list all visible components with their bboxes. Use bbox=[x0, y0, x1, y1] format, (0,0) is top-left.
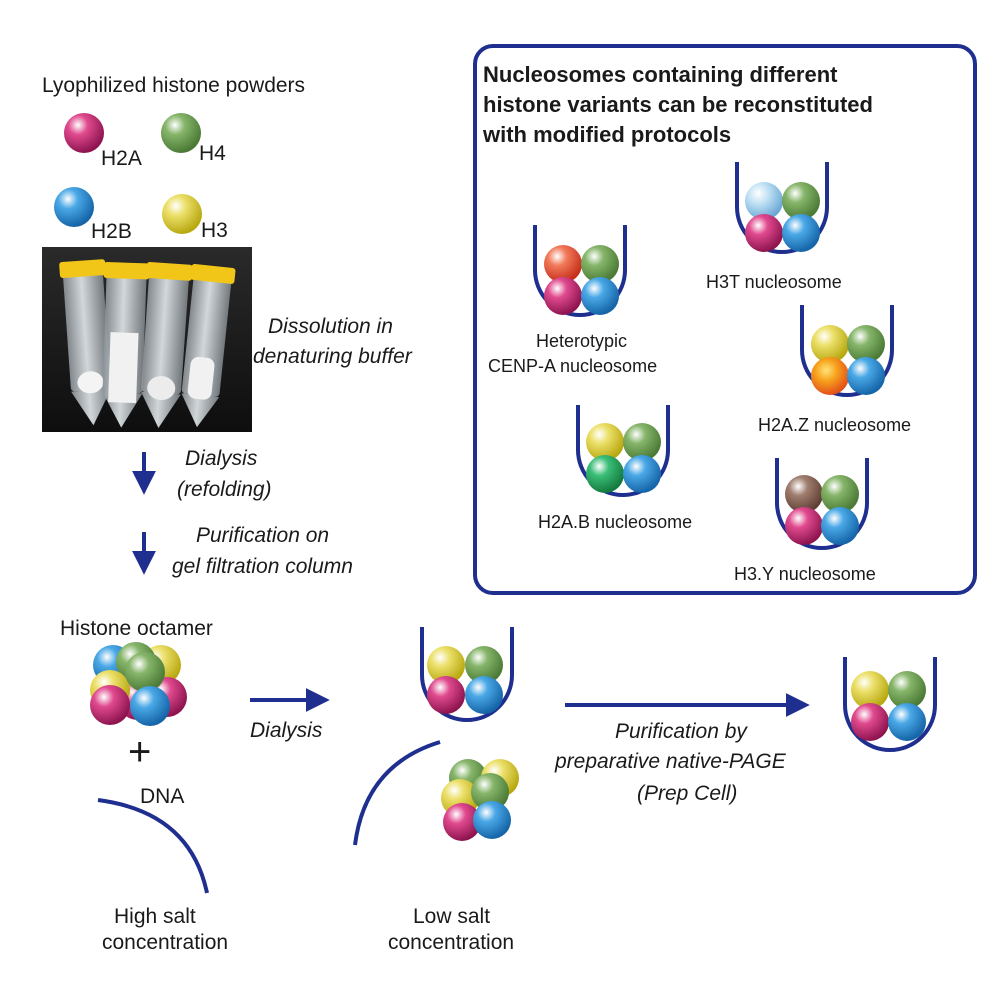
h2b-sphere-icon bbox=[54, 187, 94, 227]
dna-strand-low-salt bbox=[353, 740, 441, 846]
h2az-label: H2A.Z nucleosome bbox=[758, 415, 911, 435]
dissolution-text-2: denaturing buffer bbox=[253, 345, 413, 368]
h2az-nucleosome bbox=[800, 305, 894, 397]
low-salt-text-2: concentration bbox=[388, 931, 514, 954]
h4-label: H4 bbox=[199, 142, 226, 165]
tubes-photo bbox=[42, 247, 252, 432]
high-salt-text-1: High salt bbox=[114, 905, 196, 928]
dna-label: DNA bbox=[140, 785, 184, 808]
h2a-sphere-icon bbox=[64, 113, 104, 153]
cenpa-label-1: Heterotypic bbox=[536, 331, 627, 351]
dialysis-bottom-label: Dialysis bbox=[250, 719, 323, 742]
octamer-label: Histone octamer bbox=[60, 617, 213, 640]
variants-panel bbox=[473, 44, 977, 595]
low-salt-text-1: Low salt bbox=[413, 905, 490, 928]
dialysis-text-2: (refolding) bbox=[177, 478, 272, 501]
purified-nucleosome bbox=[843, 657, 937, 752]
histone-octamer bbox=[90, 642, 187, 726]
cenpa-nucleosome bbox=[533, 225, 627, 317]
h2ab-label: H2A.B nucleosome bbox=[538, 512, 692, 532]
h2ab-nucleosome bbox=[576, 405, 670, 497]
h3-label: H3 bbox=[201, 219, 228, 242]
variants-title-2: histone variants can be reconstituted bbox=[483, 92, 873, 117]
dissolution-text-1: Dissolution in bbox=[268, 315, 393, 338]
h3y-label: H3.Y nucleosome bbox=[734, 564, 876, 584]
prep-text-2: preparative native-PAGE bbox=[554, 750, 787, 773]
h3t-label: H3T nucleosome bbox=[706, 272, 842, 292]
powders-title: Lyophilized histone powders bbox=[42, 74, 305, 97]
dna-strand-high-salt bbox=[97, 798, 209, 894]
high-salt-text-2: concentration bbox=[102, 931, 228, 954]
nucleosome-low-salt bbox=[420, 627, 514, 722]
prep-text-3: (Prep Cell) bbox=[637, 782, 737, 805]
dialysis-text-1: Dialysis bbox=[185, 447, 258, 470]
h2a-label: H2A bbox=[101, 147, 142, 170]
variants-title-3: with modified protocols bbox=[482, 122, 731, 147]
h2b-label: H2B bbox=[91, 220, 132, 243]
free-octamer bbox=[441, 759, 519, 841]
purification-text-1: Purification on bbox=[196, 524, 329, 547]
h3-sphere-icon bbox=[162, 194, 202, 234]
h4-sphere-icon bbox=[161, 113, 201, 153]
variants-title-1: Nucleosomes containing different bbox=[483, 62, 838, 87]
h3t-nucleosome bbox=[735, 162, 829, 254]
purification-text-2: gel filtration column bbox=[172, 555, 353, 578]
prep-text-1: Purification by bbox=[615, 720, 748, 743]
plus-sign: + bbox=[128, 730, 151, 774]
cenpa-label-2: CENP-A nucleosome bbox=[488, 356, 657, 376]
h3y-nucleosome bbox=[775, 458, 869, 550]
